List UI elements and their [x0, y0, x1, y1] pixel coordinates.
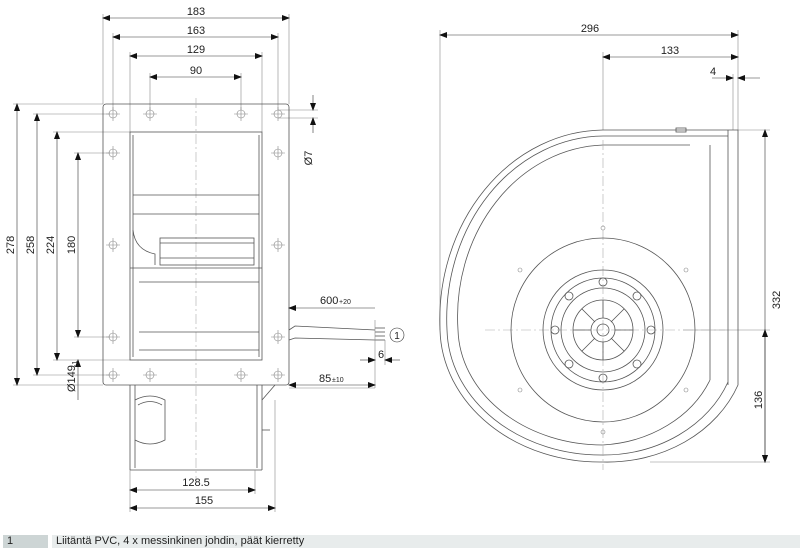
callout-number: 1: [394, 331, 400, 342]
mounting-points: [517, 225, 689, 435]
dim-cable-length: 600: [320, 295, 338, 307]
legend-number: 1: [3, 535, 48, 548]
side-view: 296 133 4 332 136: [439, 23, 783, 470]
dim-cable-offset-tol: ±10: [332, 377, 344, 384]
motor: [510, 237, 696, 423]
mounting-holes: [106, 107, 285, 382]
dim-hole-diameter: Ø7: [303, 151, 315, 166]
dim-332: 332: [771, 291, 783, 309]
housing-body: [129, 131, 276, 471]
dim-183: 183: [187, 6, 205, 18]
dim-inlet-tolerance: -1: [72, 361, 79, 367]
dim-296: 296: [581, 23, 599, 35]
dim-278: 278: [5, 236, 17, 254]
dim-cable-length-tol: +20: [339, 299, 351, 306]
top-dimension-lines: [102, 15, 290, 80]
dim-133: 133: [661, 45, 679, 57]
volute-housing: [439, 127, 739, 463]
dim-155: 155: [195, 495, 213, 507]
left-dimension-lines: [14, 103, 81, 400]
dim-180: 180: [66, 236, 78, 254]
cable: [288, 325, 385, 341]
legend-text: Liitäntä PVC, 4 x messinkinen johdin, pä…: [52, 535, 800, 548]
dim-90: 90: [190, 65, 202, 77]
dim-224: 224: [45, 236, 57, 254]
dim-136: 136: [753, 391, 765, 409]
callout-circle: [389, 327, 405, 343]
dim-4: 4: [710, 66, 716, 78]
dim-strip-length: 6: [378, 349, 384, 361]
dim-cable-offset: 85: [319, 373, 331, 385]
front-view: 183 163 129 90 278 258 224 180 Ø149 -1 Ø…: [5, 6, 405, 512]
dim-129: 129: [187, 44, 205, 56]
dim-inlet-diameter: Ø149: [66, 365, 78, 392]
dim-258: 258: [25, 236, 37, 254]
dim-163: 163: [187, 25, 205, 37]
dim-128-5: 128.5: [182, 477, 210, 489]
